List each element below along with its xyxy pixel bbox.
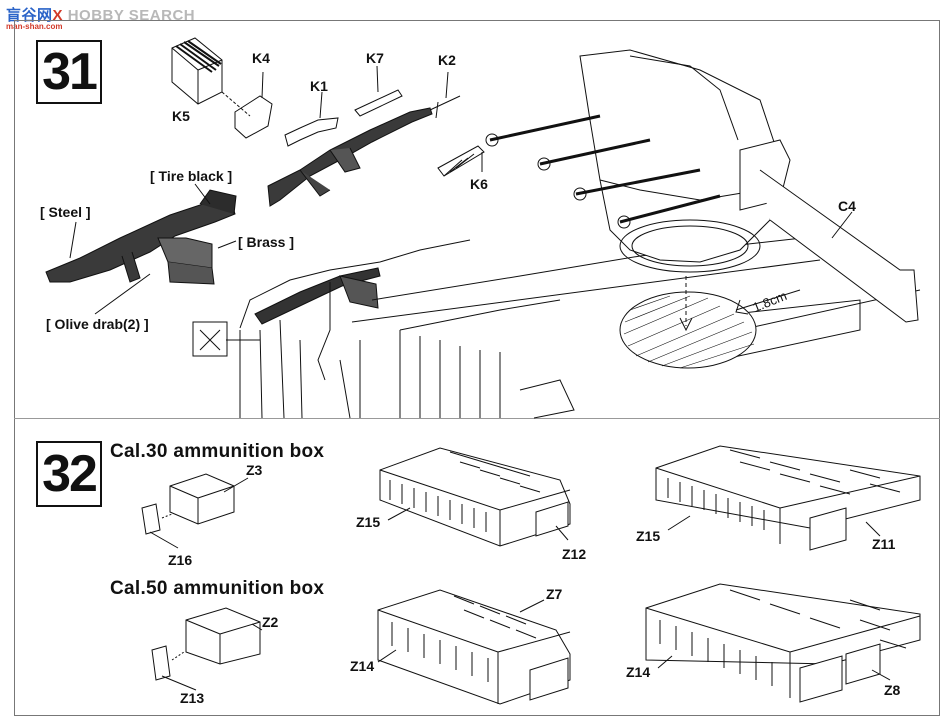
part-label-z16: Z16 bbox=[168, 552, 193, 568]
watermark-url: man-shan.com bbox=[6, 22, 63, 31]
part-label-k4: K4 bbox=[252, 50, 270, 66]
part-label-z15-a: Z15 bbox=[356, 514, 381, 530]
cal30-title: Cal.30 ammunition box bbox=[110, 441, 325, 462]
m60-mounted bbox=[254, 267, 381, 381]
part-label-c4: C4 bbox=[838, 198, 856, 214]
step-number-31: 31 bbox=[36, 40, 102, 104]
part-label-z12: Z12 bbox=[562, 546, 587, 562]
k1-part bbox=[284, 117, 339, 147]
part-label-z3: Z3 bbox=[246, 462, 263, 478]
part-label-z2: Z2 bbox=[262, 614, 279, 630]
part-label-z8: Z8 bbox=[884, 682, 901, 698]
part-label-z13: Z13 bbox=[180, 690, 205, 706]
watermark-logo: 盲谷网X HOBBY SEARCH bbox=[6, 4, 195, 25]
color-label-tire-black: [ Tire black ] bbox=[150, 168, 233, 184]
color-label-brass: [ Brass ] bbox=[238, 234, 295, 250]
z2-box bbox=[185, 607, 261, 665]
rack-cal50-double bbox=[645, 583, 921, 703]
color-label-steel: [ Steel ] bbox=[40, 204, 91, 220]
z3-box bbox=[169, 473, 235, 525]
part-label-k5: K5 bbox=[172, 108, 190, 124]
rack-cal50-single bbox=[377, 589, 571, 705]
cut-tool-icon bbox=[192, 321, 228, 357]
cal50-title: Cal.50 ammunition box bbox=[110, 578, 325, 599]
k5-ammo-can bbox=[171, 37, 223, 105]
color-label-olive-drab: [ Olive drab(2) ] bbox=[46, 316, 149, 332]
page-frame bbox=[14, 20, 940, 716]
step-divider bbox=[14, 418, 940, 419]
k7-part bbox=[354, 89, 403, 117]
m60-exploded bbox=[267, 107, 433, 207]
k2-part bbox=[429, 71, 461, 119]
rack-cal30-single bbox=[379, 447, 571, 547]
part-label-z14-b: Z14 bbox=[626, 664, 651, 680]
part-label-k6: K6 bbox=[470, 176, 488, 192]
k4-part bbox=[234, 95, 273, 139]
step-number-32: 32 bbox=[36, 441, 102, 507]
z16-part bbox=[141, 503, 161, 535]
part-label-z15-b: Z15 bbox=[636, 528, 661, 544]
part-label-k1: K1 bbox=[310, 78, 328, 94]
z13-part bbox=[151, 645, 171, 681]
part-label-k2: K2 bbox=[438, 52, 456, 68]
mount-position-hatch bbox=[619, 291, 757, 369]
part-label-z11: Z11 bbox=[872, 536, 896, 552]
part-label-k7: K7 bbox=[366, 50, 384, 66]
watermark-en: HOBBY SEARCH bbox=[67, 7, 196, 24]
quad-mount bbox=[485, 49, 919, 323]
rack-cal30-double bbox=[655, 445, 921, 551]
part-label-z7: Z7 bbox=[546, 586, 563, 602]
watermark-x: X bbox=[52, 7, 64, 24]
watermark-cn: 盲谷网 bbox=[6, 7, 53, 24]
part-label-z14-a: Z14 bbox=[350, 658, 375, 674]
